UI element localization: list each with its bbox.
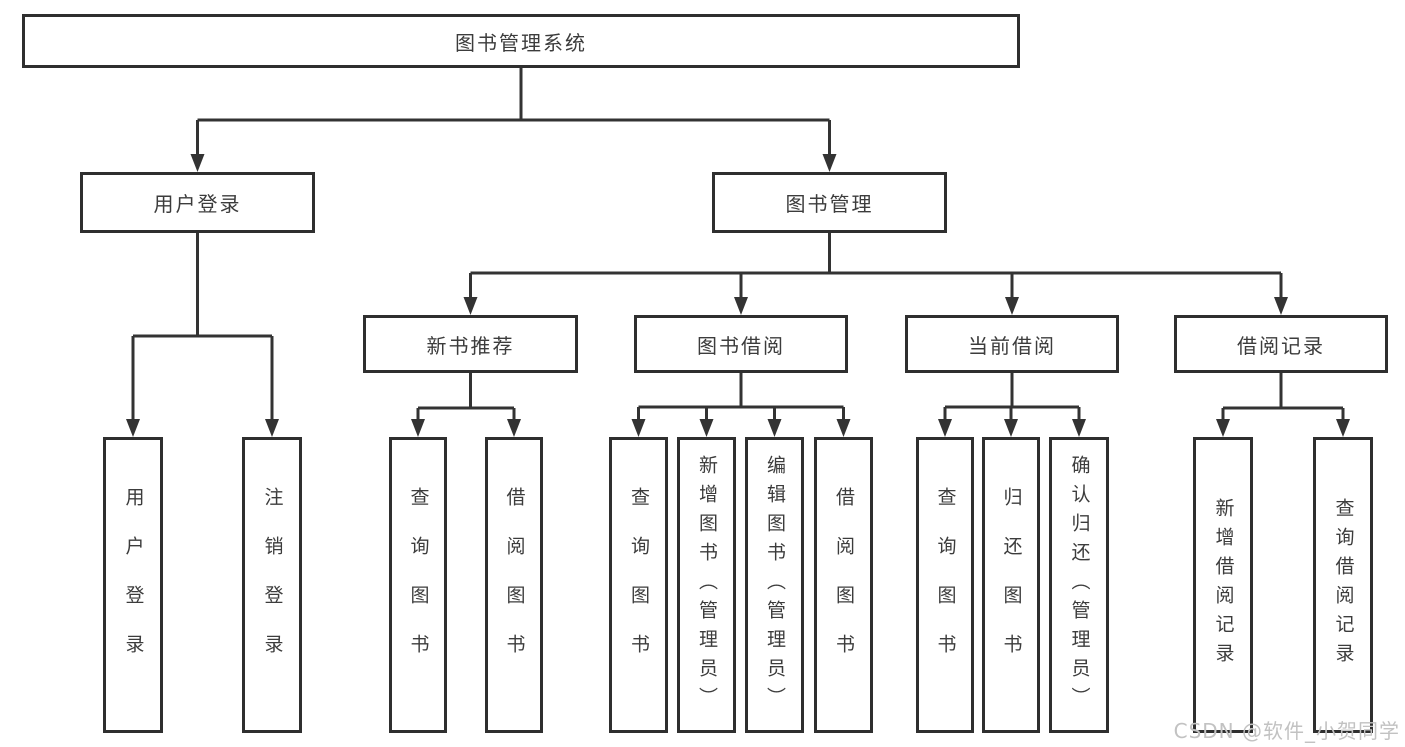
node-v-confirm-return-label: 确认归还（管理员）: [1068, 454, 1091, 716]
node-new-book-recommend: 新书推荐: [363, 315, 578, 373]
node-new-book-recommend-label: 新书推荐: [426, 333, 515, 358]
node-user-login: 用户登录: [80, 172, 315, 233]
node-book-management: 图书管理: [712, 172, 947, 233]
node-current-borrow-label: 当前借阅: [968, 333, 1056, 358]
node-v-add-books: 新增图书（管理员）: [677, 437, 736, 733]
node-v-logout-label: 注销登录: [261, 487, 284, 683]
node-v-add-borrow-record-label: 新增借阅记录: [1212, 498, 1235, 672]
node-v-query-books-3-label: 查询图书: [934, 487, 957, 683]
node-v-add-borrow-record: 新增借阅记录: [1193, 437, 1253, 733]
node-v-borrow-books-2: 借阅图书: [814, 437, 873, 733]
node-borrow-records: 借阅记录: [1174, 315, 1388, 373]
node-v-logout: 注销登录: [242, 437, 302, 733]
node-v-edit-books: 编辑图书（管理员）: [745, 437, 804, 733]
node-v-return-books-label: 归还图书: [1000, 487, 1023, 683]
node-v-query-borrow-record-label: 查询借阅记录: [1332, 498, 1355, 672]
node-book-borrow: 图书借阅: [634, 315, 848, 373]
node-v-query-books-2-label: 查询图书: [628, 487, 650, 683]
node-v-edit-books-label: 编辑图书（管理员）: [764, 454, 786, 716]
node-v-query-borrow-record: 查询借阅记录: [1313, 437, 1373, 733]
node-v-borrow-books-1-label: 借阅图书: [503, 487, 526, 683]
node-v-query-books-2: 查询图书: [609, 437, 668, 733]
csdn-watermark: CSDN @软件_小贺同学: [1173, 719, 1400, 743]
node-v-user-login-label: 用户登录: [122, 487, 145, 683]
node-root: 图书管理系统: [22, 14, 1020, 68]
connector-path: [131, 68, 1345, 420]
node-v-query-books-3: 查询图书: [916, 437, 974, 733]
node-current-borrow: 当前借阅: [905, 315, 1119, 373]
node-borrow-records-label: 借阅记录: [1237, 333, 1325, 358]
node-user-login-label: 用户登录: [153, 192, 242, 216]
node-v-query-books-1-label: 查询图书: [407, 487, 430, 683]
node-v-user-login: 用户登录: [103, 437, 163, 733]
node-v-add-books-label: 新增图书（管理员）: [696, 454, 718, 716]
node-v-borrow-books-2-label: 借阅图书: [833, 487, 855, 683]
node-v-confirm-return: 确认归还（管理员）: [1049, 437, 1109, 733]
node-book-borrow-label: 图书借阅: [697, 333, 785, 358]
node-v-return-books: 归还图书: [982, 437, 1040, 733]
node-root-label: 图书管理系统: [455, 30, 587, 55]
node-v-borrow-books-1: 借阅图书: [485, 437, 543, 733]
node-book-management-label: 图书管理: [785, 192, 874, 216]
node-v-query-books-1: 查询图书: [389, 437, 447, 733]
